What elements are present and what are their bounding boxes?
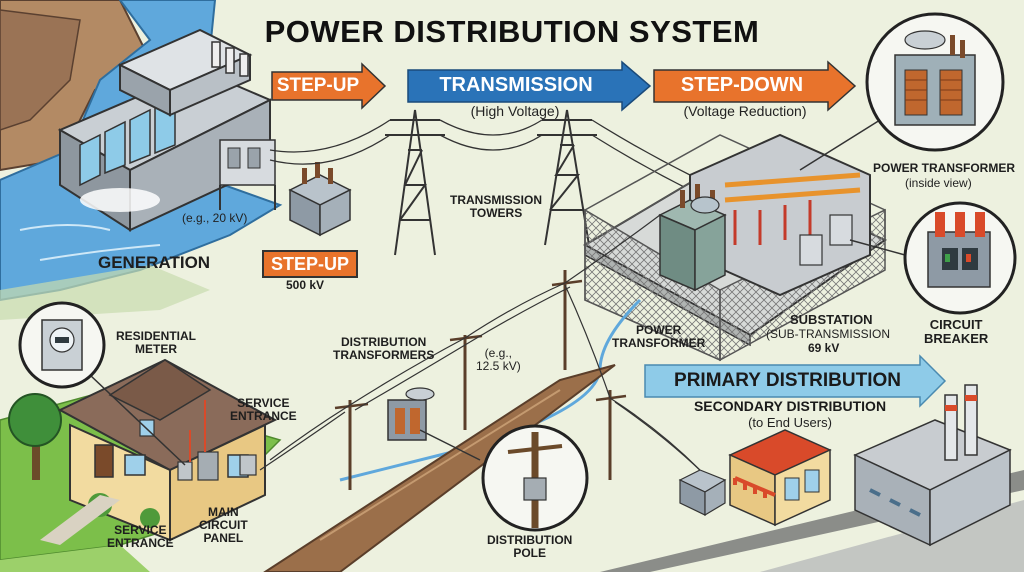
shop (728, 429, 832, 527)
distribution-transformers-label: DISTRIBUTION TRANSFORMERS (333, 335, 435, 363)
callout-residential-meter (18, 301, 186, 466)
step-up-transformer (288, 162, 352, 237)
substation-sublabel: (SUB-TRANSMISSION (766, 327, 891, 341)
secondary-distribution-label: SECONDARY DISTRIBUTION (693, 398, 887, 414)
power-transformer-callout-sublabel: (inside view) (905, 176, 972, 190)
transmission-tower-2 (537, 109, 597, 246)
arrow-step-down (653, 60, 857, 112)
distribution-transformer (387, 387, 435, 441)
road (263, 364, 616, 572)
transmission-tower-1 (385, 109, 445, 256)
arrow-primary-distribution (644, 354, 947, 408)
transmission-sublabel: (High Voltage) (470, 103, 560, 119)
residential-meter-label: RESIDENTIAL METER (116, 329, 197, 357)
callout-circuit-breaker (849, 201, 1017, 315)
factory (853, 384, 1012, 547)
transmission-towers-label: TRANSMISSION TOWERS (450, 193, 543, 221)
service-entrance-bottom-label: SERVICE ENTRANCE (107, 523, 174, 551)
hydro-dam (57, 28, 273, 232)
transmission-arrow-label: TRANSMISSION (439, 74, 593, 96)
distribution-lines (259, 214, 711, 481)
step-down-sublabel: (Voltage Reduction) (683, 103, 807, 119)
arrow-transmission (407, 60, 652, 112)
substation (582, 133, 888, 362)
distribution-poles (334, 270, 627, 490)
substation-label: SUBSTATION (790, 312, 873, 327)
main-circuit-panel-label: MAIN CIRCUIT PANEL (199, 505, 248, 546)
step-down-arrow-label: STEP-DOWN (680, 74, 804, 96)
pad-transformer (678, 469, 727, 517)
generation-label: GENERATION (98, 253, 211, 272)
generation-voltage: (e.g., 20 kV) (182, 211, 248, 225)
step-up-arrow-label: STEP-UP (276, 75, 360, 96)
substation-voltage: 69 kV (808, 341, 840, 355)
callout-distribution-pole (419, 424, 589, 532)
generator-yard (219, 139, 276, 210)
service-entrance-top-label: SERVICE ENTRANCE (230, 396, 297, 424)
secondary-distribution-sublabel: (to End Users) (748, 415, 832, 430)
step-up-voltage: 500 kV (286, 278, 325, 292)
house (40, 358, 278, 545)
primary-distribution-label: PRIMARY DISTRIBUTION (674, 370, 901, 391)
distribution-voltage: (e.g., 12.5 kV) (476, 346, 521, 374)
callout-power-transformer (799, 12, 1005, 171)
circuit-breaker-label: CIRCUIT BREAKER (924, 317, 989, 347)
arrow-step-up (271, 62, 387, 110)
tree (8, 393, 62, 480)
distribution-pole-label: DISTRIBUTION POLE (487, 533, 573, 561)
power-transformer-label: POWER TRANSFORMER (612, 323, 706, 351)
page-title: POWER DISTRIBUTION SYSTEM (264, 14, 760, 49)
power-transformer-callout-label: POWER TRANSFORMER (873, 161, 1015, 175)
transmission-lines (269, 119, 691, 191)
step-up-box: STEP-UP (262, 250, 358, 278)
